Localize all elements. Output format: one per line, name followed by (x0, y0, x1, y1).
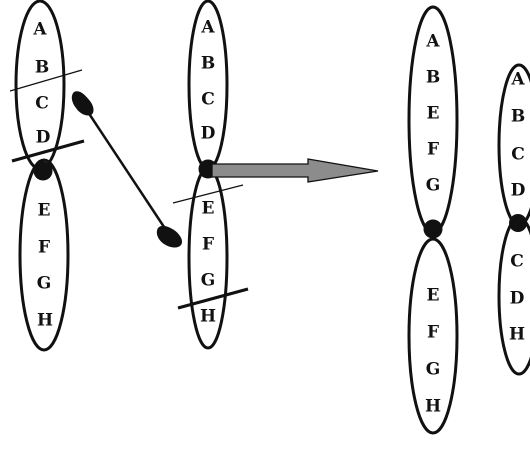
result-long-bottom-arm (407, 237, 459, 435)
result-short-gene: D (511, 181, 526, 201)
chromosome-2-gene: D (201, 124, 216, 144)
right-arrow-icon (211, 158, 379, 183)
chromosome-1-centromere (33, 161, 53, 181)
result-short-centromere (509, 214, 527, 232)
result-long-gene: E (427, 104, 440, 124)
chromosome-2: A B C D E F G H (172, 0, 249, 350)
chromosome-1-gene: C (35, 94, 49, 114)
result-long-gene: G (426, 360, 441, 380)
result-chromosome-short: A B C D C D H (497, 63, 530, 376)
chromosome-1-gene: B (35, 58, 49, 78)
chromosome-2-gene: H (200, 307, 216, 327)
chromosome-1-break-line-lower (11, 139, 85, 163)
connector-end-blob-top (71, 91, 94, 116)
result-long-gene: F (427, 140, 439, 160)
chromosome-1-gene: D (36, 128, 51, 148)
result-chromosome-long: A B E F G E F G H (407, 5, 459, 435)
transition-arrow-shape (211, 158, 379, 183)
result-short-gene: D (510, 289, 525, 309)
chromosome-2-break-line-upper (172, 184, 244, 204)
result-long-gene: F (427, 323, 439, 343)
result-short-gene: A (510, 70, 525, 90)
chromosome-1-gene: H (37, 311, 53, 331)
chromosome-1-gene: F (38, 238, 50, 258)
result-long-gene: B (426, 68, 440, 88)
chromosome-2-gene: A (200, 18, 215, 38)
chromosome-1: A B C D E F G H (9, 0, 85, 352)
exchange-connector (71, 91, 183, 248)
connector-line (82, 105, 172, 237)
chromosome-2-gene: G (201, 271, 216, 291)
chromosome-2-gene: C (201, 90, 215, 110)
result-short-gene: C (510, 252, 524, 272)
chromosome-1-gene: A (32, 20, 47, 40)
chromosome-1-bottom-arm (18, 158, 70, 352)
result-long-gene: H (425, 397, 441, 417)
result-short-gene: B (511, 107, 525, 127)
chromosome-2-break-line-lower (177, 287, 249, 310)
chromosome-2-gene: B (201, 54, 215, 74)
chromosome-2-gene: F (202, 235, 214, 255)
result-long-gene: G (426, 176, 441, 196)
connector-end-blob-bottom (156, 225, 183, 248)
result-short-gene: C (511, 145, 525, 165)
chromosome-1-gene: E (38, 201, 51, 221)
chromosome-1-gene: G (37, 274, 52, 294)
result-short-gene: H (509, 325, 525, 345)
result-long-gene: E (427, 286, 440, 306)
result-long-gene: A (425, 32, 440, 52)
chromosome-2-gene: E (202, 199, 215, 219)
chromosome-1-break-line-upper (9, 69, 83, 92)
result-long-centromere (423, 219, 443, 239)
